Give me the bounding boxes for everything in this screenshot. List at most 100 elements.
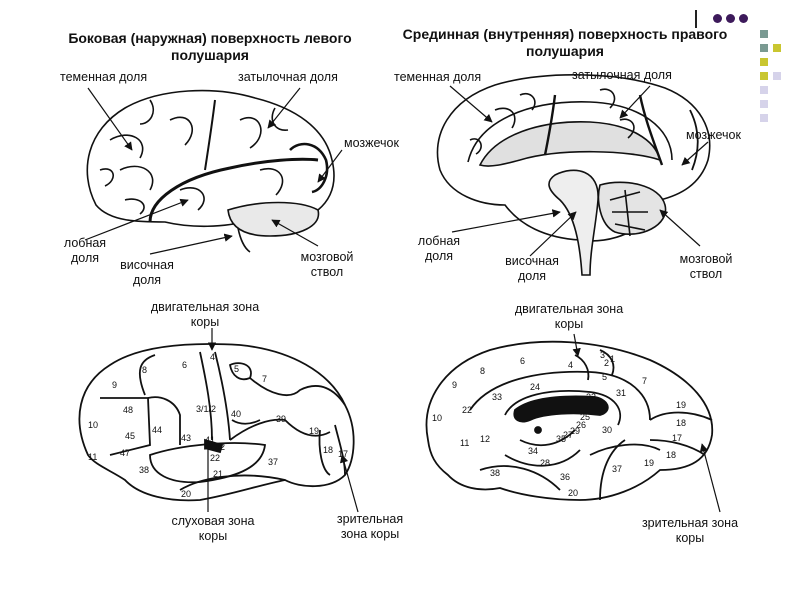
medial-area-map bbox=[425, 340, 714, 501]
area-number: 31 bbox=[616, 388, 626, 398]
decor-square bbox=[760, 72, 768, 80]
area-number: 7 bbox=[262, 374, 267, 384]
area-number: 12 bbox=[480, 434, 490, 444]
lateral-area-numbers: 4 6 8 9 5 7 3/1/2 40 39 48 10 45 44 43 4… bbox=[88, 352, 348, 499]
label-frontal-lobe: лобная доля bbox=[63, 236, 107, 265]
area-number: 33 bbox=[492, 392, 502, 402]
area-number: 42 bbox=[215, 442, 225, 452]
area-number: 20 bbox=[181, 489, 191, 499]
area-number: 4 bbox=[210, 352, 215, 362]
label-cerebellum: мозжечок bbox=[686, 128, 741, 142]
lateral-area-map bbox=[78, 343, 355, 502]
area-number: 18 bbox=[676, 418, 686, 428]
area-number: 19 bbox=[309, 426, 319, 436]
area-number: 28 bbox=[540, 458, 550, 468]
decor-dot bbox=[726, 14, 735, 23]
area-number: 19 bbox=[644, 458, 654, 468]
decor-dot bbox=[739, 14, 748, 23]
area-number: 8 bbox=[480, 366, 485, 376]
area-number: 6 bbox=[182, 360, 187, 370]
area-number: 36 bbox=[560, 472, 570, 482]
area-number: 8 bbox=[142, 365, 147, 375]
area-number: 41 bbox=[205, 435, 215, 445]
area-number: 7 bbox=[642, 376, 647, 386]
area-number: 3/1/2 bbox=[196, 404, 216, 414]
area-number: 3 bbox=[600, 350, 605, 360]
area-number: 5 bbox=[602, 372, 607, 382]
area-number: 38 bbox=[490, 468, 500, 478]
decor-square bbox=[773, 72, 781, 80]
area-number: 18 bbox=[323, 445, 333, 455]
label-frontal-lobe: лобная доля bbox=[417, 234, 461, 263]
area-number: 40 bbox=[231, 409, 241, 419]
label-brainstem: мозговой ствол bbox=[300, 250, 354, 279]
area-number: 35 bbox=[556, 434, 566, 444]
label-occipital-lobe: затылочная доля bbox=[238, 70, 338, 84]
area-number: 10 bbox=[88, 420, 98, 430]
area-number: 25 bbox=[580, 412, 590, 422]
medial-pointer-lines bbox=[449, 85, 709, 257]
label-cerebellum: мозжечок bbox=[344, 136, 399, 150]
medial-surface-title: Срединная (внутренняя) поверхность право… bbox=[402, 26, 728, 59]
lateral-pointer-lines bbox=[84, 87, 343, 255]
area-number: 2 bbox=[604, 358, 609, 368]
label-parietal-lobe: теменная доля bbox=[394, 70, 482, 84]
label-visual-cortex: зрительная зона коры bbox=[336, 512, 404, 541]
medial-area-numbers: 6 4 3 1 2 5 7 8 9 24 23 31 33 10 22 25 2… bbox=[432, 350, 686, 498]
label-temporal-lobe: височная доля bbox=[505, 254, 559, 283]
area-number: 18 bbox=[666, 450, 676, 460]
area-number: 4 bbox=[568, 360, 573, 370]
area-number: 1 bbox=[610, 354, 615, 364]
area-number: 26 bbox=[576, 420, 586, 430]
medial-map-pointers bbox=[572, 333, 721, 513]
area-number: 21 bbox=[213, 469, 223, 479]
area-number: 9 bbox=[452, 380, 457, 390]
area-number: 43 bbox=[181, 433, 191, 443]
label-temporal-lobe: височная доля bbox=[120, 258, 174, 287]
medial-brain-drawing bbox=[436, 74, 711, 276]
decor-square bbox=[773, 44, 781, 52]
divider-bar bbox=[695, 10, 697, 28]
lateral-surface-title: Боковая (наружная) поверхность левого по… bbox=[68, 30, 352, 63]
area-number: 10 bbox=[432, 413, 442, 423]
label-visual-cortex: зрительная зона коры bbox=[641, 516, 739, 545]
area-number: 37 bbox=[268, 457, 278, 467]
decor-square bbox=[760, 30, 768, 38]
decor-square bbox=[760, 58, 768, 66]
area-number: 11 bbox=[460, 438, 469, 448]
area-number: 17 bbox=[338, 449, 348, 459]
area-number: 44 bbox=[152, 425, 162, 435]
area-number: 17 bbox=[672, 433, 682, 443]
area-number: 37 bbox=[612, 464, 622, 474]
area-number: 19 bbox=[676, 400, 686, 410]
area-number: 34 bbox=[528, 446, 538, 456]
area-number: 9 bbox=[112, 380, 117, 390]
decor-square bbox=[760, 114, 768, 122]
area-number: 24 bbox=[530, 382, 540, 392]
area-number: 6 bbox=[520, 356, 525, 366]
area-number: 5 bbox=[234, 364, 239, 374]
area-number: 47 bbox=[120, 448, 130, 458]
area-number: 48 bbox=[123, 405, 133, 415]
area-number: 30 bbox=[602, 425, 612, 435]
area-number: 23 bbox=[586, 392, 596, 402]
decor-square bbox=[760, 100, 768, 108]
label-motor-cortex: двигательная зона коры bbox=[514, 302, 624, 331]
area-number: 39 bbox=[276, 414, 286, 424]
area-number: 20 bbox=[568, 488, 578, 498]
area-number: 22 bbox=[210, 453, 220, 463]
label-occipital-lobe: затылочная доля bbox=[572, 68, 672, 82]
decor-square bbox=[760, 86, 768, 94]
decor-square bbox=[760, 44, 768, 52]
area-number: 11 bbox=[88, 452, 97, 462]
lateral-brain-drawing bbox=[86, 89, 335, 253]
label-brainstem: мозговой ствол bbox=[679, 252, 733, 281]
decor-dot bbox=[713, 14, 722, 23]
area-number: 29 bbox=[570, 426, 580, 436]
area-number: 22 bbox=[462, 405, 472, 415]
label-motor-cortex: двигательная зона коры bbox=[150, 300, 260, 329]
area-number: 38 bbox=[139, 465, 149, 475]
label-parietal-lobe: теменная доля bbox=[60, 70, 148, 84]
area-number: 45 bbox=[125, 431, 135, 441]
